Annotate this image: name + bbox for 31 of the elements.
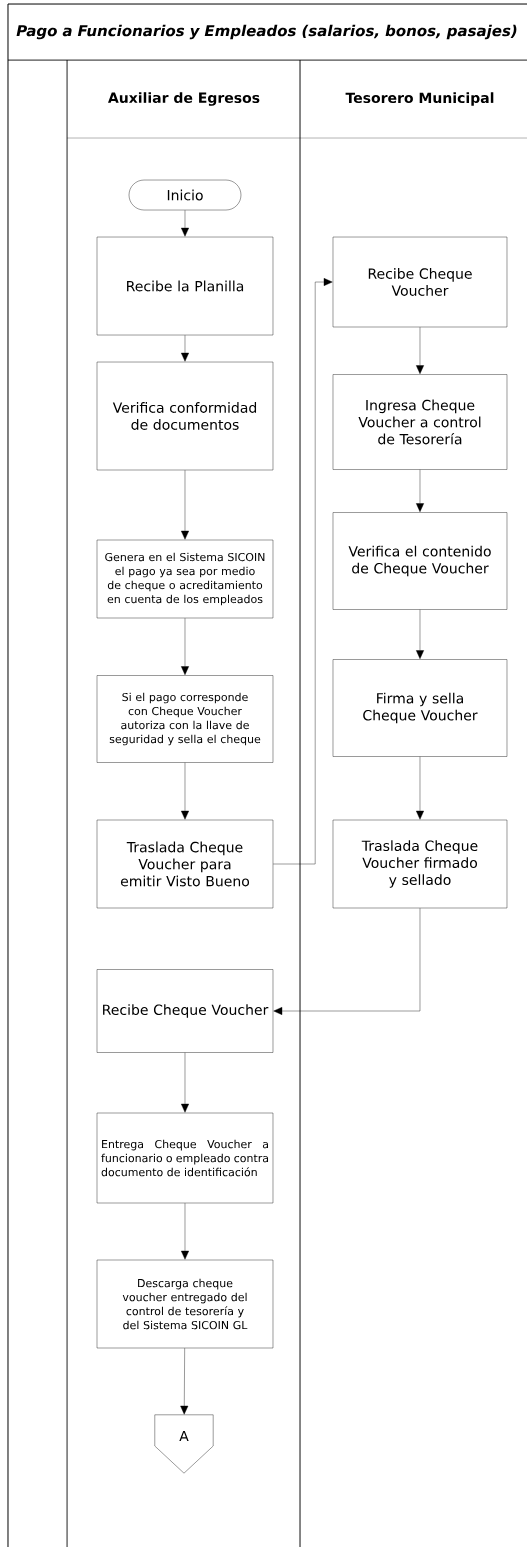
lane-header: Tesorero Municipal [345, 92, 494, 106]
arrow [416, 469, 424, 512]
process-box: Recibe Cheque Voucher [96, 969, 274, 1053]
lane-header: Auxiliar de Egresos [108, 92, 260, 106]
arrow [273, 908, 421, 1015]
process-box: Entrega Cheque Voucher a funcionario o empleado contra documento de identificación [96, 1112, 274, 1204]
process-box: Traslada Cheque Voucher para emitir Visto Bueno [96, 819, 274, 909]
process-box: Verifica el contenido de Cheque Voucher [332, 512, 508, 610]
off-page-connector: A [154, 1414, 214, 1474]
process-box: Recibe la Planilla [96, 236, 274, 336]
process-box: Firma y sella Cheque Voucher [332, 659, 508, 757]
arrow [180, 1348, 189, 1415]
arrow [181, 1203, 189, 1260]
process-box: Verifica conformidad de documentos [96, 361, 274, 471]
process-box: Genera en el Sistema SICOIN el pago ya sea por medio de cheque o acreditamiento en cuenta de los empleados [96, 539, 274, 619]
arrow [416, 756, 424, 820]
process-box: Recibe Cheque Voucher [332, 236, 508, 328]
process-box: Descarga cheque voucher entregado del control de tesorería y del Sistema SICOIN GL [96, 1259, 274, 1349]
arrow [181, 335, 189, 362]
arrow [181, 470, 189, 540]
process-box: Ingresa Cheque Voucher a control de Tesorería [332, 374, 508, 470]
process-box: Si el pago corresponde con Cheque Voucher autoriza con la llave de seguridad y sella el cheque [96, 675, 274, 763]
arrow [273, 278, 333, 865]
arrow [181, 210, 189, 237]
arrow [416, 327, 424, 374]
arrow [181, 762, 189, 820]
arrow [181, 1052, 189, 1113]
process-box: Traslada Cheque Voucher firmado y sellado [332, 819, 508, 909]
title: Pago a Funcionarios y Empleados (salarios, bonos, pasajes) [16, 24, 517, 40]
arrow [181, 618, 189, 676]
arrow [416, 609, 424, 660]
